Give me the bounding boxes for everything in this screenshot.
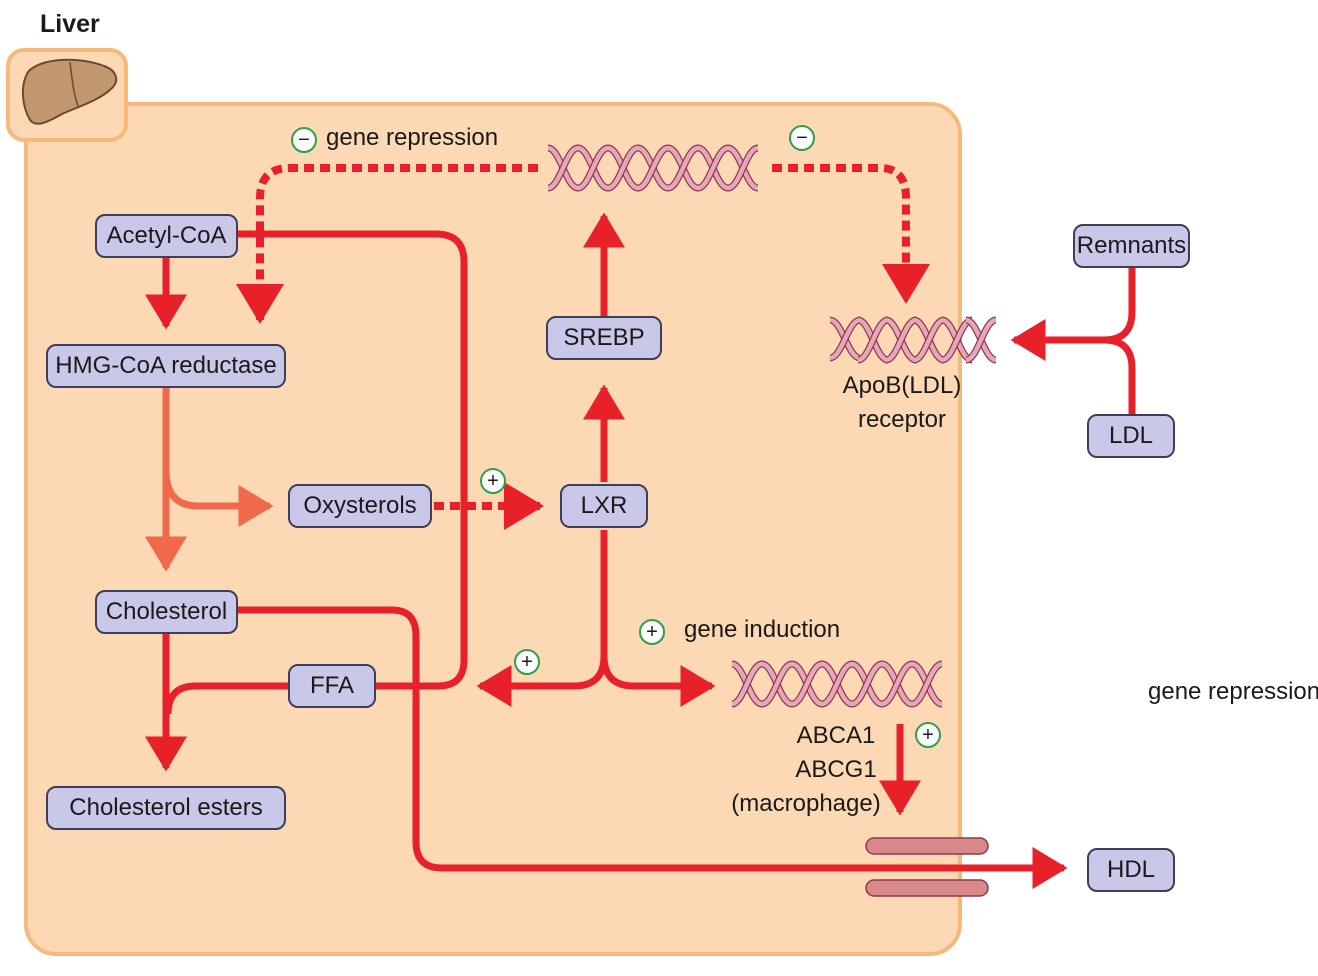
- line-remnants-down: [1103, 268, 1136, 344]
- label-abcg1: ABCG1: [795, 756, 877, 783]
- membrane-bar-top: [865, 837, 989, 855]
- label-gene-repression-right: gene repression: [1148, 678, 1318, 705]
- node-hdl: HDL: [1087, 848, 1175, 892]
- label-macrophage: (macrophage): [731, 790, 881, 817]
- node-remnants: Remnants: [1073, 224, 1190, 268]
- plus-sign-icon: +: [514, 649, 540, 675]
- arrow-cholesterol-to-hdl: [238, 606, 1068, 889]
- label-apob-ldl: ApoB(LDL): [842, 372, 962, 399]
- liver-title: Liver: [40, 10, 100, 38]
- node-hmg-coa-reductase: HMG-CoA reductase: [46, 344, 286, 388]
- node-srebp: SREBP: [546, 316, 662, 360]
- label-gene-repression-top: gene repression: [326, 124, 499, 151]
- arrow-lxr-to-abca1: [600, 655, 716, 707]
- arrow-hmg-to-oxysterols: [162, 469, 274, 527]
- node-ffa: FFA: [288, 664, 376, 708]
- node-cholesterol: Cholesterol: [95, 590, 238, 634]
- line-ffa-to-esters: [164, 682, 288, 715]
- repression-arrow-right: [772, 164, 930, 304]
- membrane-bar-bottom: [865, 879, 989, 897]
- liver-icon: [22, 58, 118, 125]
- node-oxysterols: Oxysterols: [288, 484, 432, 528]
- liver-icon-lobe-line: [69, 61, 79, 107]
- plus-sign-icon: +: [915, 722, 941, 748]
- minus-sign-icon: −: [789, 125, 815, 151]
- line-acetyl-to-ffa: [238, 230, 468, 690]
- node-ldl: LDL: [1087, 414, 1175, 458]
- node-cholesterol-esters: Cholesterol esters: [46, 786, 286, 830]
- label-gene-induction: gene induction: [684, 616, 841, 643]
- plus-sign-icon: +: [639, 619, 665, 645]
- node-acetyl-coa: Acetyl-CoA: [95, 214, 238, 258]
- node-lxr: LXR: [560, 484, 648, 528]
- repression-arrow-left: [236, 164, 538, 324]
- minus-sign-icon: −: [291, 127, 317, 153]
- plus-sign-icon: +: [480, 468, 506, 494]
- line-ldl-up: [1103, 336, 1136, 414]
- label-receptor: receptor: [857, 406, 947, 433]
- label-abca1: ABCA1: [796, 722, 876, 749]
